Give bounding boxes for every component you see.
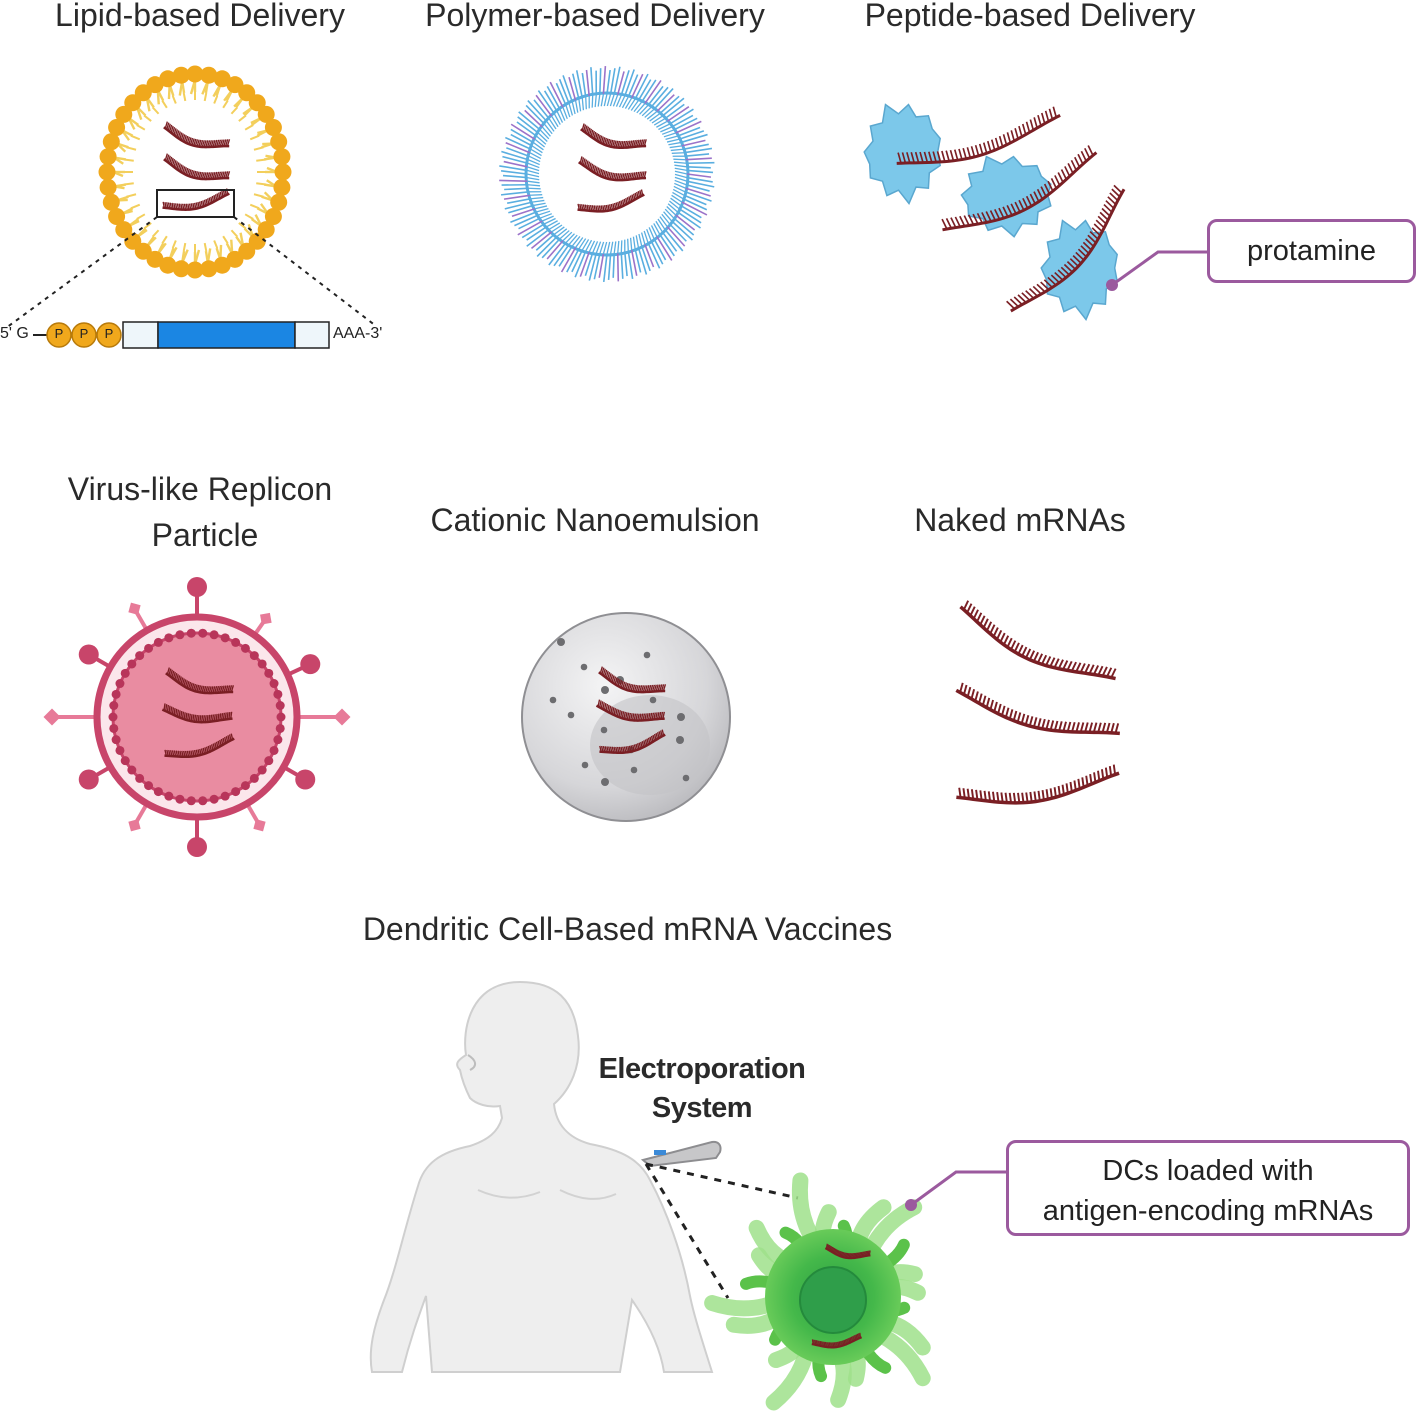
utr-5prime [122, 321, 159, 349]
polymer-title: Polymer-based Delivery [425, 0, 765, 33]
virus-like-particle-illustration [43, 577, 351, 857]
dc-vaccine-title: Dendritic Cell-Based mRNA Vaccines [362, 911, 893, 947]
mrna-strand [163, 153, 231, 181]
device-line-upper [645, 1162, 799, 1200]
mrna-strand [959, 600, 1117, 681]
mrna-strand [595, 699, 665, 722]
phosphate-label-1: P [54, 326, 64, 341]
utr-3prime [294, 321, 330, 349]
mrna-strand [896, 106, 1061, 165]
phosphate-label-3: P [104, 326, 114, 341]
mrna-strand [811, 1332, 863, 1349]
mrna-strand [164, 733, 235, 759]
mrna-strand [161, 703, 233, 724]
mrna-strand [955, 682, 1120, 736]
cationic-nanoemulsion-illustration [521, 612, 731, 822]
dc-callout: DCs loaded with antigen-encoding mRNAs [1006, 1140, 1410, 1236]
mrna-zoom-box [156, 189, 235, 218]
electroporation-device-icon [640, 1140, 722, 1168]
mrna-strand [163, 121, 231, 149]
dc-callout-line1: DCs loaded with [1102, 1155, 1314, 1187]
zoom-line-right [233, 216, 377, 327]
vrp-title-line2: Particle [151, 517, 259, 553]
vrp-title-line1: Virus-like Replicon [67, 471, 333, 507]
lipid-title: Lipid-based Delivery [55, 0, 345, 33]
mrna-strand [1006, 184, 1126, 313]
protamine-leader-dot [1106, 279, 1118, 291]
mrna-strand [580, 123, 647, 150]
protamine-callout-text: protamine [1247, 235, 1376, 267]
mrna-strand [162, 188, 230, 211]
device-line-lower [644, 1163, 730, 1299]
peptide-complex-illustration [863, 103, 1126, 321]
mrna-strand [824, 1243, 871, 1260]
protamine-callout: protamine [1207, 219, 1416, 283]
dc-leader-dot [905, 1199, 917, 1211]
zoom-line-left [5, 216, 158, 329]
polymer-nanoparticle-illustration [499, 65, 715, 283]
mrna-strand [577, 189, 645, 213]
dc-leader-line [910, 1170, 1006, 1207]
mrna-strand [598, 666, 667, 694]
three-prime-label: AAA-3' [333, 325, 383, 342]
mrna-strand [941, 145, 1098, 232]
mrna-strand [578, 156, 647, 182]
phosphate-3 [96, 322, 122, 348]
mrna-strand [599, 729, 666, 755]
device-label-line1: Electroporation [598, 1053, 806, 1085]
human-body-illustration [369, 980, 714, 1373]
coding-region [157, 321, 296, 349]
liposome-illustration [98, 65, 292, 279]
phosphate-label-2: P [79, 326, 89, 341]
phosphate-1 [46, 322, 72, 348]
dendritic-cell-illustration [704, 1172, 931, 1411]
peptide-title: Peptide-based Delivery [864, 0, 1196, 33]
dc-callout-line2: antigen-encoding mRNAs [1042, 1195, 1374, 1227]
phosphate-2 [71, 322, 97, 348]
five-prime-label: 5' G [0, 325, 29, 342]
protamine-leader-line [1111, 250, 1208, 287]
cne-title: Cationic Nanoemulsion [430, 502, 760, 538]
protamine-blob [1040, 219, 1119, 321]
naked-title: Naked mRNAs [914, 502, 1126, 538]
naked-mrna-illustration [955, 600, 1120, 805]
device-label-line2: System [651, 1092, 753, 1124]
mrna-strand [165, 667, 235, 695]
mrna-strand [956, 764, 1120, 805]
